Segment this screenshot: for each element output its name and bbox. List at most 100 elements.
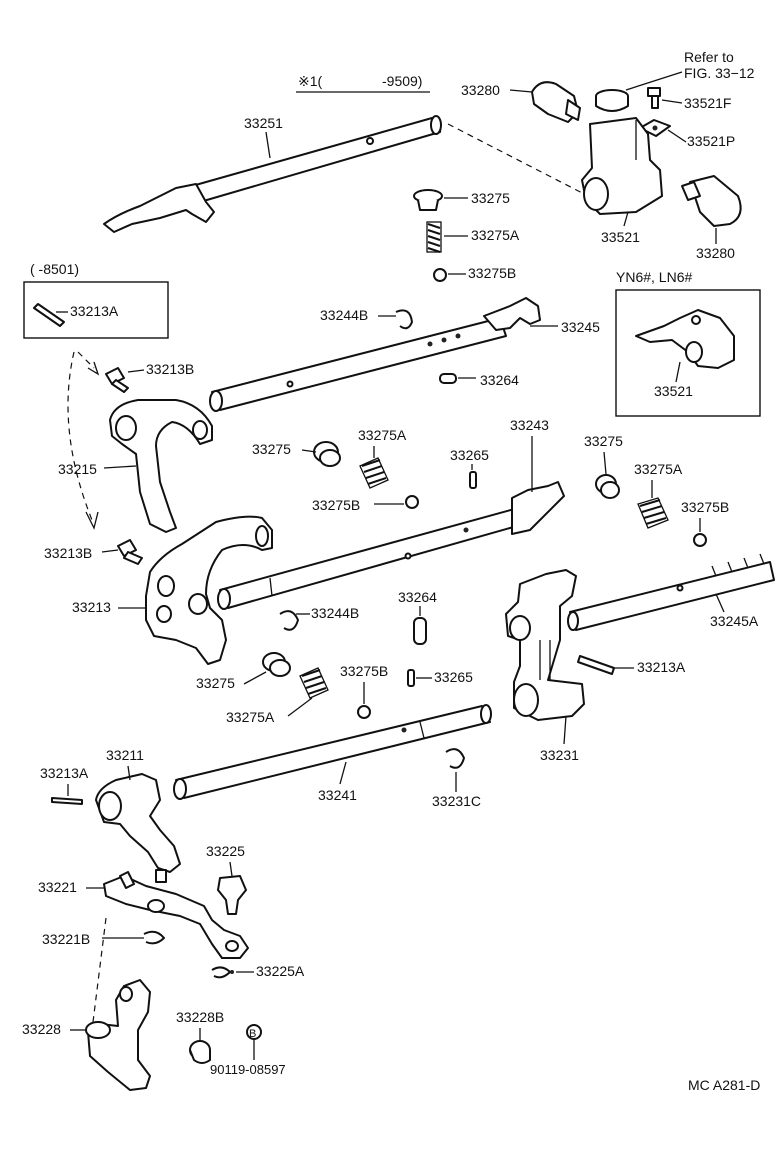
pin-33264-top <box>439 373 457 384</box>
label-33275-mid: 33275 <box>252 441 291 457</box>
leader-33521F <box>661 99 683 104</box>
label-33275-right: 33275 <box>584 433 623 449</box>
spring-33275A-right <box>637 497 669 529</box>
label-33280-right: 33280 <box>696 245 735 261</box>
label-33251: 33251 <box>244 115 283 131</box>
leader-33521 <box>623 211 629 227</box>
label-33275A-right: 33275A <box>634 461 683 477</box>
label-33215: 33215 <box>58 461 97 477</box>
label-33211: 33211 <box>106 747 144 763</box>
block-33231 <box>505 569 585 721</box>
bracket-33521-variant <box>635 309 735 369</box>
label-33213B-mid: 33213B <box>44 545 92 561</box>
leader-33275A-low <box>287 697 313 717</box>
inset-left-range: ( -8501) <box>30 261 79 277</box>
label-33213: 33213 <box>72 599 111 615</box>
inset-arrow-2 <box>77 351 95 369</box>
refer-line1: Refer to <box>684 49 734 65</box>
leader-33225 <box>229 861 233 877</box>
ball-33275B-top <box>433 268 447 282</box>
label-33264-top: 33264 <box>480 372 519 388</box>
label-33225: 33225 <box>206 843 245 859</box>
bolt-33521F <box>647 87 661 109</box>
label-33245: 33245 <box>561 319 600 335</box>
clip-33225A <box>211 966 234 979</box>
inset-left-box <box>23 281 169 339</box>
label-33225A: 33225A <box>256 963 305 979</box>
label-33228B: 33228B <box>176 1009 224 1025</box>
clip-33244B-top <box>395 309 413 330</box>
shaft-33251 <box>103 115 442 233</box>
shaft-33241 <box>173 704 492 800</box>
bolt-part-number: 90119-08597 <box>210 1062 286 1077</box>
part-33280-right <box>681 175 742 227</box>
plug-33275-right <box>595 474 620 499</box>
pin-33213A-right <box>577 655 615 675</box>
figure-code: MC A281-D <box>688 1077 760 1093</box>
dash-guide-lower <box>91 917 107 1031</box>
label-33244B-top: 33244B <box>320 307 368 323</box>
leader-33213B-mid <box>101 549 119 553</box>
note-range: -9509) <box>382 73 422 89</box>
leader-33213B-top <box>127 369 145 373</box>
note-prefix: ※1( <box>298 73 323 89</box>
plate-33521P <box>639 119 671 137</box>
leader-33245A <box>715 593 725 613</box>
clip-33221B <box>143 930 165 945</box>
label-33231C: 33231C <box>432 793 481 809</box>
label-33221: 33221 <box>38 879 77 895</box>
ball-33275B-mid <box>405 495 419 509</box>
bushing-33228B <box>189 1040 211 1064</box>
inset-right-part: 33521 <box>654 383 693 399</box>
label-33241: 33241 <box>318 787 357 803</box>
label-33265-low: 33265 <box>434 669 473 685</box>
label-33265-top: 33265 <box>450 447 489 463</box>
label-33280-top: 33280 <box>461 82 500 98</box>
bolt-33213B-mid <box>117 539 143 565</box>
label-33275A-top: 33275A <box>471 227 520 243</box>
inset-right-box <box>615 289 761 417</box>
slider-33225 <box>217 875 247 915</box>
pin-33264-mid <box>413 617 427 645</box>
shaft-33243 <box>217 481 565 610</box>
bolt-33213B-top <box>105 367 129 393</box>
leader-33241 <box>339 761 347 785</box>
leader-33280-top <box>509 89 533 93</box>
plug-33275-mid <box>313 441 341 467</box>
label-33243: 33243 <box>510 417 549 433</box>
lever-33211 <box>95 773 181 883</box>
plug-33275-low <box>262 652 291 677</box>
clip-33244B-mid <box>279 610 299 631</box>
leader-refer <box>625 71 683 91</box>
label-33275A-low: 33275A <box>226 709 275 725</box>
label-33245A: 33245A <box>710 613 759 629</box>
leader-33231 <box>563 715 567 745</box>
inset-left-part: 33213A <box>70 303 119 319</box>
part-33280-top <box>531 81 581 123</box>
fork-33213 <box>145 515 273 665</box>
inset-arrow-head-2 <box>87 361 100 376</box>
ball-33275B-right <box>693 533 707 547</box>
leader-33275-mid <box>301 449 317 453</box>
inset-right-title: YN6#, LN6# <box>616 269 692 285</box>
inset-arrow-head-1 <box>85 511 99 530</box>
bolt-mark: B <box>249 1028 256 1040</box>
spring-33275A-mid <box>359 457 389 489</box>
shaft-33245 <box>209 297 541 412</box>
part-bushing-refer <box>595 89 629 112</box>
leader-33521P <box>667 129 687 143</box>
leader-inset-right <box>675 361 681 383</box>
plug-33275-top <box>413 189 443 211</box>
plate-33221 <box>103 871 249 959</box>
label-33275-top: 33275 <box>471 190 510 206</box>
refer-line2: FIG. 33−12 <box>684 65 755 81</box>
label-33275A-mid: 33275A <box>358 427 407 443</box>
label-33275-low: 33275 <box>196 675 235 691</box>
label-33213B-top: 33213B <box>146 361 194 377</box>
label-33275B-low: 33275B <box>340 663 388 679</box>
ball-33275B-low <box>357 705 371 719</box>
pin-33213A-left <box>51 797 83 805</box>
label-33244B-mid: 33244B <box>311 605 359 621</box>
